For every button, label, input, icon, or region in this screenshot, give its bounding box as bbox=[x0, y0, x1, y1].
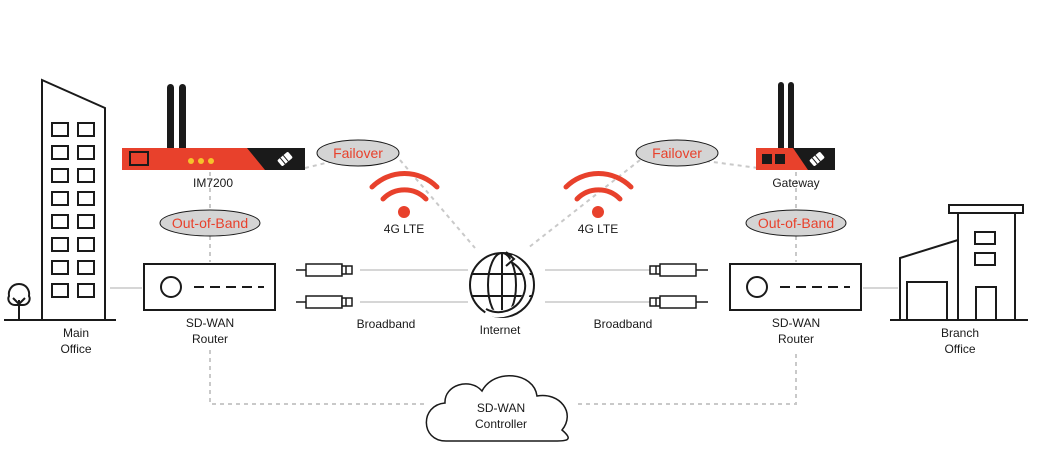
branch-office: Branch Office bbox=[890, 204, 1028, 356]
router-label-right-line1: SD-WAN bbox=[772, 316, 820, 330]
globe-icon bbox=[469, 251, 535, 318]
failover-pill-right: Failover bbox=[635, 139, 719, 167]
status-led-icon bbox=[188, 158, 214, 164]
tag-icon bbox=[809, 152, 825, 166]
im7200-chassis-black-band bbox=[247, 148, 305, 170]
cloud-icon: SD-WAN Controller bbox=[425, 375, 569, 442]
lte-label-right: 4G LTE bbox=[578, 222, 618, 236]
ethernet-plug-icon bbox=[649, 263, 708, 309]
wifi-signal-icon bbox=[369, 171, 440, 218]
gateway-device: Gateway bbox=[756, 82, 835, 190]
oob-pill-left: Out-of-Band bbox=[159, 209, 261, 237]
router-label-right-line2: Router bbox=[778, 332, 814, 346]
failover-pill-left: Failover bbox=[316, 139, 400, 167]
wifi-signal-icon bbox=[563, 171, 634, 218]
oob-label-left: Out-of-Band bbox=[172, 215, 248, 231]
sdwan-router-right: SD-WAN Router bbox=[729, 263, 862, 346]
broadband-label-right: Broadband bbox=[594, 317, 653, 331]
failover-label-left: Failover bbox=[333, 145, 383, 161]
router-label-left-line1: SD-WAN bbox=[186, 316, 234, 330]
router-label-left-line2: Router bbox=[192, 332, 228, 346]
oob-label-right: Out-of-Band bbox=[758, 215, 834, 231]
main-office-label-line2: Office bbox=[60, 342, 91, 356]
ethernet-plug-icon bbox=[296, 263, 353, 309]
gateway-label: Gateway bbox=[772, 176, 819, 190]
broadband-label-left: Broadband bbox=[357, 317, 416, 331]
tag-icon bbox=[277, 152, 293, 166]
tree-icon bbox=[7, 282, 31, 320]
antenna-icon bbox=[167, 84, 186, 164]
branch-office-label-line2: Office bbox=[944, 342, 975, 356]
controller-label-line1: SD-WAN bbox=[477, 401, 525, 415]
branch-office-label-line1: Branch bbox=[941, 326, 979, 340]
branch-building-icon bbox=[899, 204, 1024, 321]
main-office-label-line1: Main bbox=[63, 326, 89, 340]
sdwan-router-left: SD-WAN Router bbox=[143, 263, 276, 346]
im7200-label: IM7200 bbox=[193, 176, 233, 190]
office-building-icon bbox=[41, 78, 106, 320]
gateway-port bbox=[775, 154, 785, 164]
oob-pill-right: Out-of-Band bbox=[745, 209, 847, 237]
controller-label-line2: Controller bbox=[475, 417, 527, 431]
internet-label: Internet bbox=[480, 323, 521, 337]
gateway-port bbox=[762, 154, 772, 164]
im7200-port bbox=[129, 151, 149, 166]
lte-label-left: 4G LTE bbox=[384, 222, 424, 236]
im7200-device: IM7200 bbox=[122, 84, 305, 190]
failover-label-right: Failover bbox=[652, 145, 702, 161]
main-office: Main Office bbox=[4, 78, 116, 356]
antenna-icon bbox=[778, 82, 794, 152]
connection-lines bbox=[110, 159, 898, 405]
